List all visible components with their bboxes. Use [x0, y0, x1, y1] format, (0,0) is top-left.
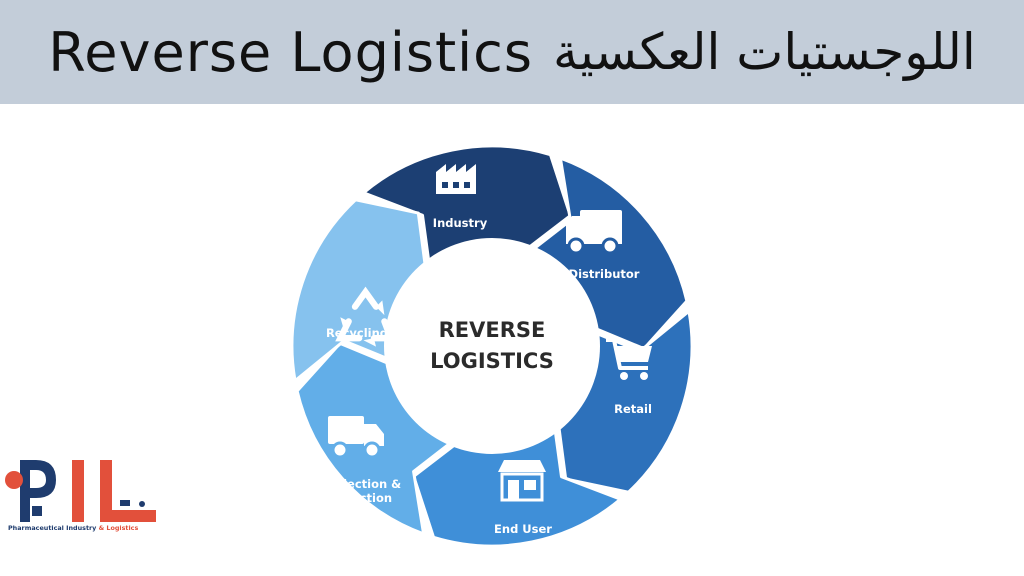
- title-english: Reverse Logistics: [48, 20, 534, 84]
- pil-logo-mark: [5, 460, 156, 522]
- shopping-cart-icon: [606, 338, 652, 380]
- delivery-truck-icon: [328, 416, 384, 459]
- factory-icon: [436, 164, 476, 194]
- pil-logo: [2, 452, 172, 542]
- segment-label-distributor: Distributor: [569, 267, 640, 281]
- logo-tagline-part1: Pharmaceutical Industry: [8, 524, 97, 532]
- segment-label-recycling: Recycling: [326, 326, 388, 340]
- center-label-line1: REVERSE: [439, 318, 546, 342]
- segment-label-collection: Collection &: [323, 477, 401, 491]
- page-title: Reverse Logistics اللوجستيات العكسية: [0, 0, 1024, 104]
- logo-tagline-part2: & Logistics: [98, 524, 139, 532]
- storefront-icon: [498, 460, 546, 502]
- segment-label-end-user: End User: [494, 522, 552, 536]
- reverse-logistics-cycle: REVERSE LOGISTICS Industry Distributor R…: [290, 144, 694, 548]
- logo-tagline: Pharmaceutical Industry & Logistics: [8, 524, 138, 532]
- title-arabic: اللوجستيات العكسية: [553, 23, 976, 81]
- segment-label-industry: Industry: [433, 216, 488, 230]
- title-banner: Reverse Logistics اللوجستيات العكسية: [0, 0, 1024, 104]
- segment-label-selection: Selection: [332, 491, 392, 505]
- segment-label-retail: Retail: [614, 402, 652, 416]
- recycle-icon: [335, 286, 396, 347]
- center-label-line2: LOGISTICS: [430, 349, 554, 373]
- truck-icon: [566, 210, 622, 255]
- center-circle: [384, 238, 600, 454]
